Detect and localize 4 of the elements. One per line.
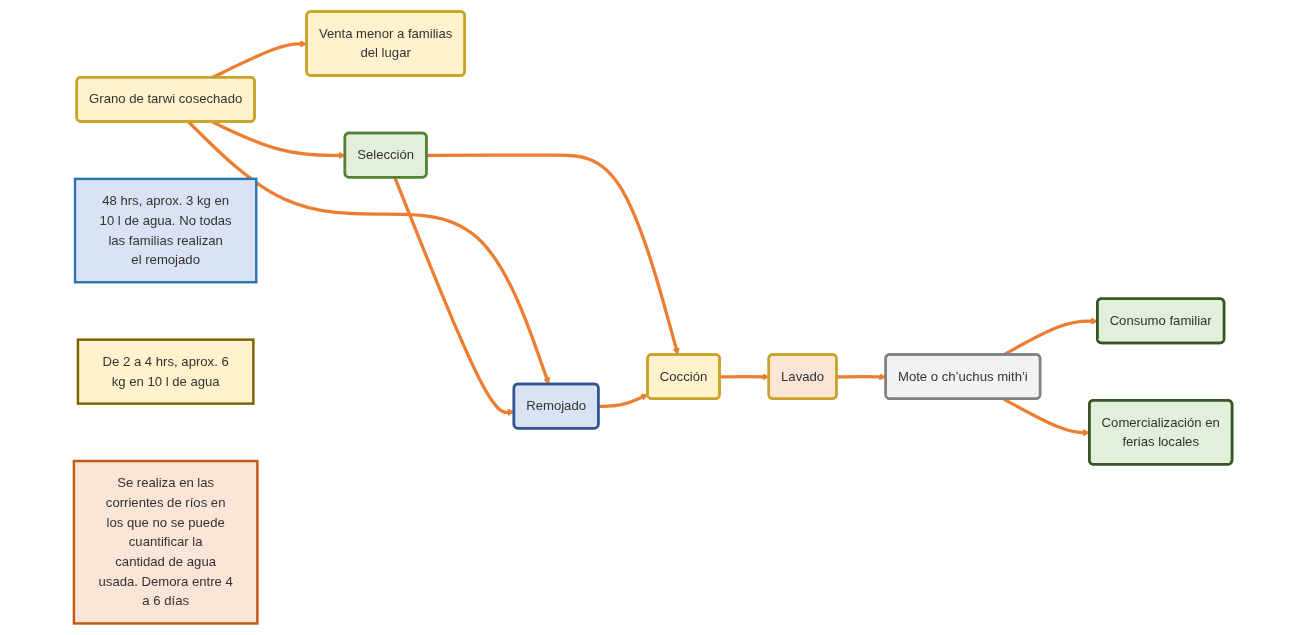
arrow [598, 393, 649, 409]
node-box: De 2 a 4 hrs, aprox. 6 kg en 10 l de agua [76, 338, 255, 405]
node-box: 48 hrs, aprox. 3 kg en 10 l de agua. No todas las familias realizan el remojado [73, 177, 258, 284]
node-box: Se realiza en las corrientes de ríos en los que no se puede cuantificar la cantidad de agua usada. Demora entre 4 a 6 días [72, 459, 259, 625]
